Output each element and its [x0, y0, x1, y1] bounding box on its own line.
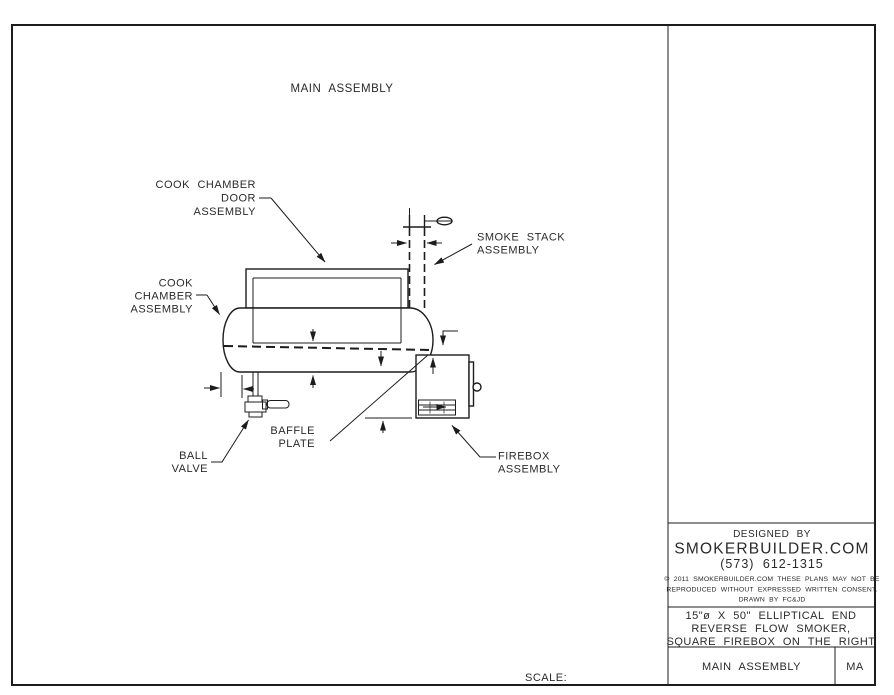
callout-text: BALL [179, 450, 208, 462]
callout-text: CHAMBER [134, 291, 193, 303]
copyright-line-1: © 2011 SMOKERBUILDER.COM THESE PLANS MAY… [664, 575, 879, 583]
callout-text: DOOR [221, 193, 256, 205]
leader-smoke-stack [434, 243, 473, 265]
callout-text: PLATE [278, 438, 315, 450]
firebox-air-vent [418, 399, 456, 416]
callout-ball-valve: BALL VALVE [172, 450, 208, 475]
designed-by-label: DESIGNED BY [733, 529, 811, 540]
view-title: MAIN ASSEMBLY [291, 83, 394, 95]
callout-cook-chamber: COOK CHAMBER ASSEMBLY [131, 278, 194, 316]
leader-ball-valve [211, 419, 249, 463]
description-line-3: SQUARE FIREBOX ON THE RIGHT [667, 636, 876, 648]
sheet-code: MA [846, 661, 864, 673]
callout-text: ASSEMBLY [194, 206, 257, 218]
firebox-door-edge [468, 361, 475, 407]
drawn-by-label: DRAWN BY FC&JD [739, 597, 806, 604]
valve-handle [266, 400, 290, 409]
callout-baffle-plate: BAFFLE PLATE [270, 425, 315, 450]
copyright-line-2: REPRODUCED WITHOUT EXPRESSED WRITTEN CON… [666, 587, 877, 594]
leader-baffle-plate [329, 354, 429, 442]
outer-border [11, 24, 876, 686]
cook-chamber-door [245, 268, 409, 309]
callout-text: ASSEMBLY [131, 304, 194, 316]
callout-text: BAFFLE [270, 425, 315, 437]
callout-text: ASSEMBLY [498, 464, 561, 476]
smoke-stack [403, 208, 453, 308]
sheet-frame [11, 24, 876, 686]
description-line-2: REVERSE FLOW SMOKER, [691, 623, 850, 635]
callout-text: VALVE [172, 463, 208, 475]
title-block: DESIGNED BY SMOKERBUILDER.COM (573) 612-… [664, 522, 880, 685]
callout-text: ASSEMBLY [477, 245, 540, 257]
callout-cook-chamber-door: COOK CHAMBER DOOR ASSEMBLY [156, 179, 257, 218]
company-name: SMOKERBUILDER.COM [674, 541, 869, 558]
sheet-title: MAIN ASSEMBLY [702, 661, 801, 673]
door-opening-lines [252, 308, 402, 344]
leader-firebox [451, 425, 496, 458]
callout-smoke-stack: SMOKE STACK ASSEMBLY [477, 232, 565, 257]
callout-text: COOK CHAMBER [156, 179, 256, 191]
callout-firebox: FIREBOX ASSEMBLY [498, 451, 561, 476]
callout-leaders [196, 197, 496, 463]
scale-label: SCALE: [525, 672, 567, 684]
firebox-door-handle [472, 382, 482, 392]
leader-cook-chamber [206, 294, 220, 315]
firebox [415, 354, 482, 419]
leader-cook-chamber-door [270, 197, 326, 263]
baffle-plate-hidden-line [223, 345, 431, 351]
dimension-marks [204, 240, 458, 433]
main-assembly-view: MAIN ASSEMBLY COOK CHAMBER DOOR ASSEMBLY… [131, 83, 567, 684]
callout-text: FIREBOX [498, 451, 550, 463]
phone-number: (573) 612-1315 [720, 557, 823, 571]
description-line-1: 15"ø X 50" ELLIPTICAL END [685, 610, 856, 622]
callout-text: SMOKE STACK [477, 232, 565, 244]
callout-text: COOK [159, 278, 194, 290]
ball-valve-assembly [244, 372, 290, 418]
